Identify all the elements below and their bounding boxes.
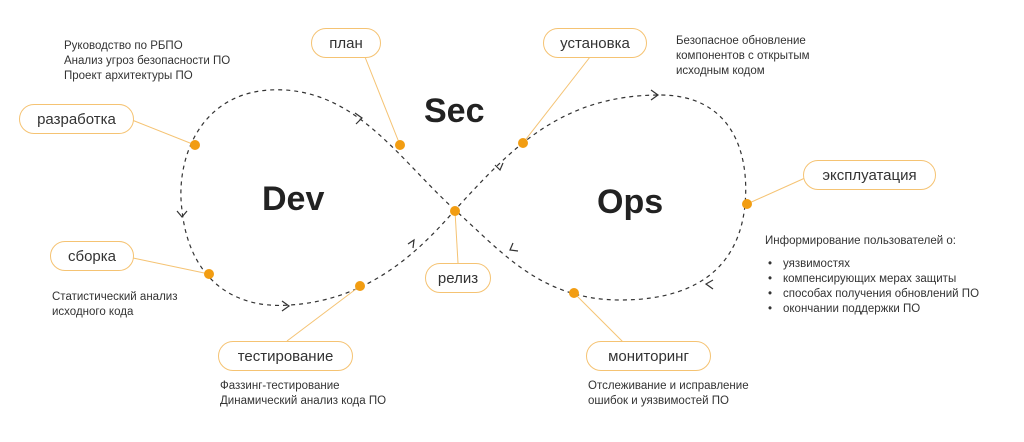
list-item: компенсирующих мерах защиты — [765, 272, 979, 287]
arrow-icon — [650, 89, 660, 101]
leader-line-development — [131, 119, 196, 146]
note-line: Динамический анализ кода ПО — [220, 395, 387, 407]
dot-development — [190, 140, 200, 150]
note-build: Статистический анализ исходного кода — [52, 290, 177, 320]
note-line: Проект архитектуры ПО — [64, 70, 193, 82]
dot-build — [204, 269, 214, 279]
arrow-icon — [509, 242, 519, 252]
dot-monitoring — [569, 288, 579, 298]
note-line: исходного кода — [52, 306, 134, 318]
note-line: Отслеживание и исправление — [588, 380, 749, 392]
arrow-icon — [281, 300, 291, 312]
note-line: исходным кодом — [676, 65, 765, 77]
list-item: окончании поддержки ПО — [765, 302, 979, 317]
leader-line-monitoring — [573, 292, 624, 343]
stage-development: разработка — [19, 104, 134, 134]
leader-line-build — [132, 257, 210, 275]
note-install: Безопасное обновление компонентов с откр… — [676, 34, 810, 79]
arrow-icon — [494, 162, 504, 172]
leader-line-release — [454, 210, 459, 264]
leader-line-install — [522, 56, 591, 144]
note-line: Фаззинг-тестирование — [220, 380, 340, 392]
note-line: Руководство по РБПО — [64, 40, 183, 52]
flow-arrows — [176, 89, 714, 312]
note-line: ошибок и уязвимостей ПО — [588, 395, 729, 407]
arrow-icon — [407, 238, 415, 249]
note-plan: Руководство по РБПО Анализ угроз безопас… — [64, 39, 230, 84]
list-item: уязвимостях — [765, 257, 979, 272]
arrow-icon — [176, 210, 188, 218]
label-ops: Ops — [597, 183, 664, 221]
arrow-icon — [704, 279, 714, 290]
list-item: способах получения обновлений ПО — [765, 287, 979, 302]
stage-operation: эксплуатация — [803, 160, 936, 190]
dot-testing — [355, 281, 365, 291]
stage-release: релиз — [425, 263, 491, 293]
note-line: компонентов с открытым — [676, 50, 810, 62]
dot-release — [450, 206, 460, 216]
stage-build: сборка — [50, 241, 134, 271]
note-operation: Информирование пользователей о: уязвимос… — [765, 234, 979, 317]
leader-line-operation — [746, 177, 806, 205]
note-testing: Фаззинг-тестирование Динамический анализ… — [220, 379, 386, 409]
note-line: Анализ угроз безопасности ПО — [64, 55, 231, 67]
note-operation-title: Информирование пользователей о: — [765, 235, 956, 247]
note-operation-list: уязвимостях компенсирующих мерах защиты … — [765, 257, 979, 317]
label-sec: Sec — [424, 92, 485, 130]
label-dev: Dev — [262, 180, 325, 218]
note-line: Безопасное обновление — [676, 35, 806, 47]
leader-line-plan — [364, 56, 401, 146]
note-line: Статистический анализ — [52, 291, 178, 303]
stage-plan: план — [311, 28, 381, 58]
stage-monitoring: мониторинг — [586, 341, 711, 371]
stage-install: установка — [543, 28, 647, 58]
arrow-icon — [354, 112, 363, 125]
stage-testing: тестирование — [218, 341, 353, 371]
leader-line-testing — [286, 285, 361, 342]
dot-operation — [742, 199, 752, 209]
note-monitoring: Отслеживание и исправление ошибок и уязв… — [588, 379, 749, 409]
dot-plan — [395, 140, 405, 150]
dot-install — [518, 138, 528, 148]
